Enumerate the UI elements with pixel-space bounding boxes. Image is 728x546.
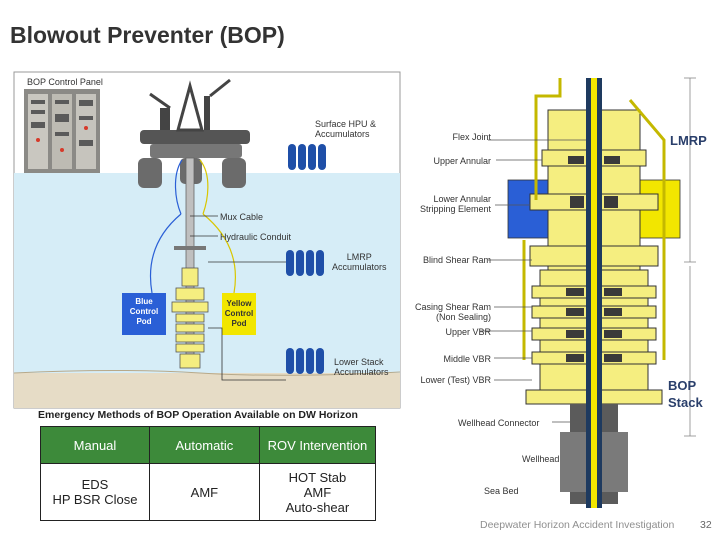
cell-automatic: AMF	[148, 463, 260, 521]
upper-vbr-label: Upper VBR	[445, 327, 491, 337]
bop-stack-detail	[480, 77, 696, 508]
page-number: 32	[700, 519, 712, 531]
bop-stack-small	[171, 267, 209, 369]
lower-stack-accumulators	[286, 348, 324, 374]
hydraulic-conduit-label: Hydraulic Conduit	[220, 232, 292, 242]
upper-annular-label: Upper Annular	[433, 156, 491, 166]
control-panel-photo	[24, 89, 100, 173]
wellhead-label: Wellhead	[522, 454, 560, 464]
drilling-rig	[138, 78, 250, 188]
sea-bed-label: Sea Bed	[484, 486, 519, 496]
lmrp-label: LMRP	[670, 133, 707, 148]
middle-vbr-label: Middle VBR	[443, 354, 491, 364]
mux-cable-label: Mux Cable	[220, 212, 264, 222]
blind-shear-ram-label: Blind Shear Ram	[422, 255, 491, 265]
control-panel-label: BOP Control Panel	[27, 77, 103, 87]
surface-hpu-label: Surface HPU &Accumulators	[315, 119, 377, 139]
yellow-control-pod	[222, 293, 256, 335]
lower-vbr-label: Lower (Test) VBR	[420, 375, 491, 385]
page-title: Blowout Preventer (BOP)	[10, 22, 285, 48]
lmrp-accumulators	[286, 250, 324, 276]
footer-text: Deepwater Horizon Accident Investigation	[480, 519, 675, 531]
surface-accumulators	[288, 144, 326, 170]
wellhead-connector-label: Wellhead Connector	[458, 418, 540, 428]
header-manual: Manual	[40, 426, 150, 464]
header-rov: ROV Intervention	[258, 426, 377, 464]
emergency-methods-title: Emergency Methods of BOP Operation Avail…	[38, 409, 358, 421]
blue-control-pod	[122, 293, 166, 335]
header-automatic: Automatic	[148, 426, 260, 464]
casing-shear-ram-label: Casing Shear Ram(Non Sealing)	[414, 302, 491, 322]
flex-joint-label: Flex Joint	[452, 132, 491, 142]
